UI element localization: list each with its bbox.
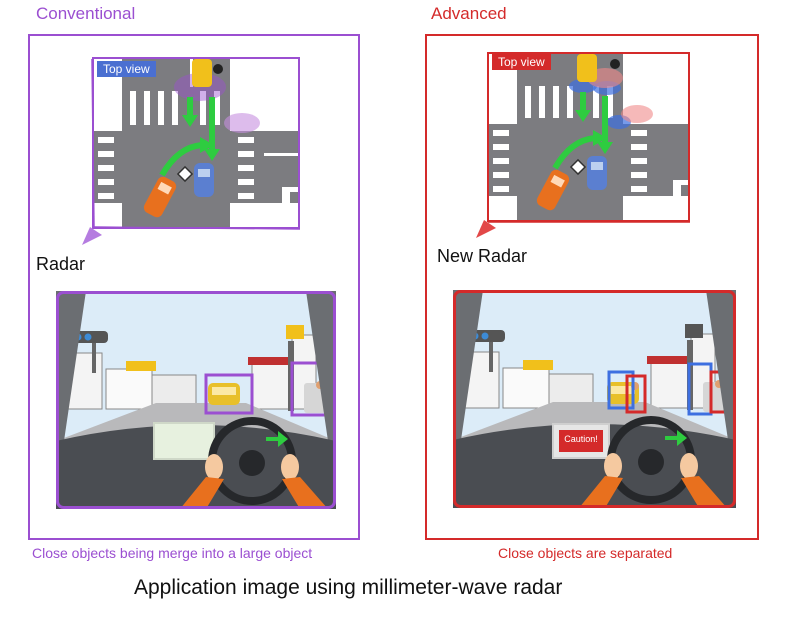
- advanced-caption: Close objects are separated: [498, 545, 673, 561]
- advanced-frame: [425, 34, 759, 540]
- advanced-radar-label: New Radar: [437, 246, 528, 266]
- conventional-heading: Conventional: [36, 4, 136, 23]
- advanced-top-view: [487, 52, 690, 222]
- conventional-frame: [28, 34, 360, 540]
- advanced-top-view-label: Top view: [492, 54, 551, 70]
- conventional-driver-view: [56, 291, 336, 509]
- conventional-radar-label: Radar: [36, 254, 86, 274]
- conventional-caption: Close objects being merge into a large o…: [32, 545, 313, 561]
- advanced-heading: Advanced: [431, 4, 507, 23]
- conventional-top-view-label: Top view: [97, 61, 156, 77]
- conventional-top-view: [92, 57, 300, 229]
- conventional-radar-beam: [82, 58, 301, 245]
- caution-screen-text: Caution!: [564, 434, 598, 444]
- advanced-driver-view: [453, 290, 736, 508]
- figure-title: Application image using millimeter-wave …: [134, 576, 563, 599]
- advanced-radar-beam: [476, 54, 690, 238]
